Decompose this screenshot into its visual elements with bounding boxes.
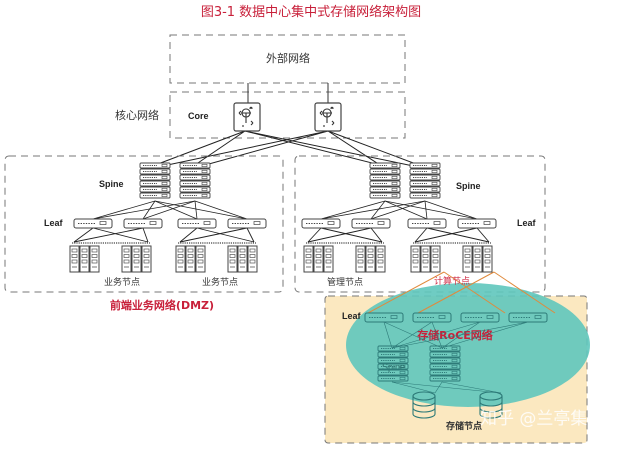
mgmt-spine-label: Spine (456, 181, 481, 191)
frontend-server (175, 245, 186, 273)
mgmt-leaf-4 (457, 218, 497, 229)
frontend-server (195, 245, 206, 273)
frontend-spine-2 (179, 186, 211, 193)
mgmt-spine-2 (409, 180, 441, 187)
core-switch-2 (314, 102, 342, 132)
mgmt-compute-zone (294, 155, 546, 293)
mgmt-server (323, 245, 334, 273)
frontend-server (69, 245, 80, 273)
mgmt-spine-1 (369, 180, 401, 187)
frontend-leaf-1 (73, 218, 113, 229)
mgmt-server (410, 245, 421, 273)
mgmt-nodes-label: 管理节点 (327, 276, 363, 288)
storage-roce-label: 存储RoCE网络 (417, 328, 493, 342)
mgmt-server (355, 245, 366, 273)
frontend-server (131, 245, 142, 273)
frontend-spine-2 (179, 174, 211, 181)
mgmt-server (365, 245, 376, 273)
frontend-spine-1 (139, 162, 171, 169)
external-network-zone (169, 34, 406, 84)
core-network-zone (169, 91, 406, 139)
frontend-dmz-label: 前端业务网络(DMZ) (110, 298, 214, 312)
storage-spine-label: Spine (382, 362, 405, 372)
frontend-leaf-4 (227, 218, 267, 229)
compute-nodes-label: 计算节点 (434, 275, 470, 287)
external-network-label: 外部网络 (266, 51, 310, 65)
mgmt-leaf-1 (301, 218, 341, 229)
mgmt-leaf-3 (407, 218, 447, 229)
core-switch-1 (233, 102, 261, 132)
mgmt-server (313, 245, 324, 273)
compute-storage-links (367, 271, 556, 314)
storage-leaf-label: Leaf (342, 311, 362, 321)
frontend-server (79, 245, 90, 273)
mgmt-server (430, 245, 441, 273)
frontend-nodes-2-label: 业务节点 (202, 276, 238, 288)
mgmt-spine-2 (409, 186, 441, 193)
watermark: 知乎 @兰亭集序 (480, 409, 604, 429)
frontend-spine-2 (179, 162, 211, 169)
frontend-leaf-2 (123, 218, 163, 229)
frontend-server (237, 245, 248, 273)
mgmt-server (462, 245, 473, 273)
mgmt-leaf-label: Leaf (517, 218, 537, 228)
mgmt-spine-2 (409, 168, 441, 175)
frontend-leaf-label: Leaf (44, 218, 64, 228)
frontend-spine-2 (179, 192, 211, 199)
mgmt-spine-1 (369, 174, 401, 181)
frontend-spine-2 (179, 168, 211, 175)
core-spine-links (149, 130, 425, 168)
frontend-spine-1 (139, 180, 171, 187)
mgmt-spine-1 (369, 192, 401, 199)
frontend-spine-1 (139, 186, 171, 193)
mgmt-spine-1 (369, 186, 401, 193)
mgmt-leaf-2 (351, 218, 391, 229)
mgmt-server (375, 245, 386, 273)
frontend-server (121, 245, 132, 273)
mgmt-spine-2 (409, 192, 441, 199)
frontend-spine-1 (139, 168, 171, 175)
mgmt-spine-2 (409, 174, 441, 181)
frontend-nodes-1-label: 业务节点 (104, 276, 140, 288)
mgmt-spine-1 (369, 162, 401, 169)
mgmt-server (420, 245, 431, 273)
frontend-server (141, 245, 152, 273)
mgmt-server (482, 245, 493, 273)
frontend-server (89, 245, 100, 273)
mgmt-server (472, 245, 483, 273)
storage-nodes-label: 存储节点 (446, 420, 482, 432)
frontend-server (227, 245, 238, 273)
diagram-title: 图3-1 数据中心集中式存储网络架构图 (201, 4, 421, 20)
core-network-label: 核心网络 (115, 108, 159, 122)
frontend-spine-label: Spine (99, 179, 124, 189)
mgmt-spine-1 (369, 168, 401, 175)
frontend-spine-1 (139, 174, 171, 181)
frontend-leaf-3 (177, 218, 217, 229)
mgmt-server (303, 245, 314, 273)
storage-roce-ellipse (346, 283, 590, 407)
core-tier-label: Core (188, 111, 209, 121)
frontend-spine-2 (179, 180, 211, 187)
frontend-dmz-zone (4, 155, 284, 293)
mgmt-spine-2 (409, 162, 441, 169)
frontend-spine-1 (139, 192, 171, 199)
frontend-server (247, 245, 258, 273)
frontend-server (185, 245, 196, 273)
